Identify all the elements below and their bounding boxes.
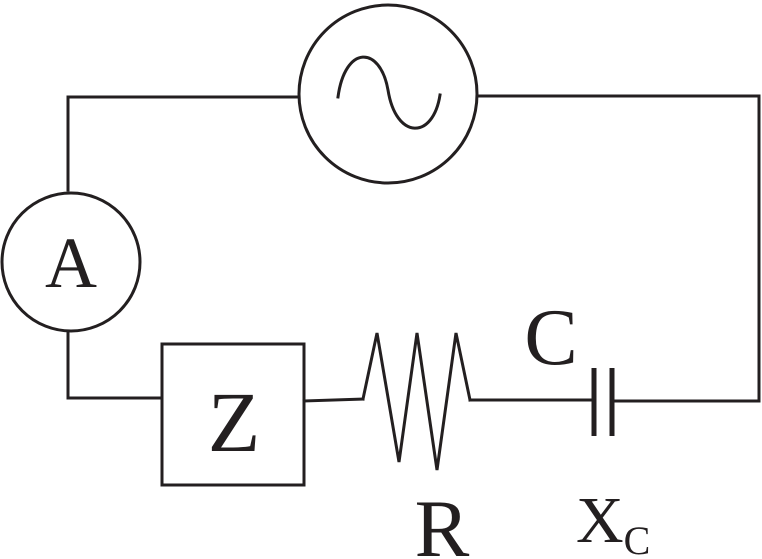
ac-source: [297, 3, 479, 185]
resistor-label: R: [415, 483, 470, 559]
wire-bottom-left: [66, 331, 164, 400]
wires: [66, 94, 761, 403]
capacitor-icon: [591, 368, 615, 436]
impedance-label: Z: [208, 374, 261, 470]
capacitor-label: C: [524, 294, 577, 382]
wire-z-to-resistor: [302, 397, 365, 403]
ac-source-icon: [336, 55, 442, 130]
capacitor: C XC: [524, 294, 650, 559]
ac-source-circle: [297, 3, 479, 185]
impedance-box-icon: [160, 342, 306, 487]
reactance-label: XC: [576, 484, 650, 559]
wire-top-left: [66, 95, 299, 192]
impedance: Z: [160, 342, 306, 487]
reactance-label-main: X: [576, 484, 624, 557]
reactance-label-sub: C: [624, 518, 651, 559]
wire-top-right: [477, 94, 761, 403]
ammeter: A: [0, 191, 142, 333]
resistor: R: [361, 332, 472, 559]
ammeter-label: A: [45, 223, 97, 303]
resistor-zigzag-icon: [361, 332, 472, 471]
ammeter-icon: [0, 191, 142, 333]
